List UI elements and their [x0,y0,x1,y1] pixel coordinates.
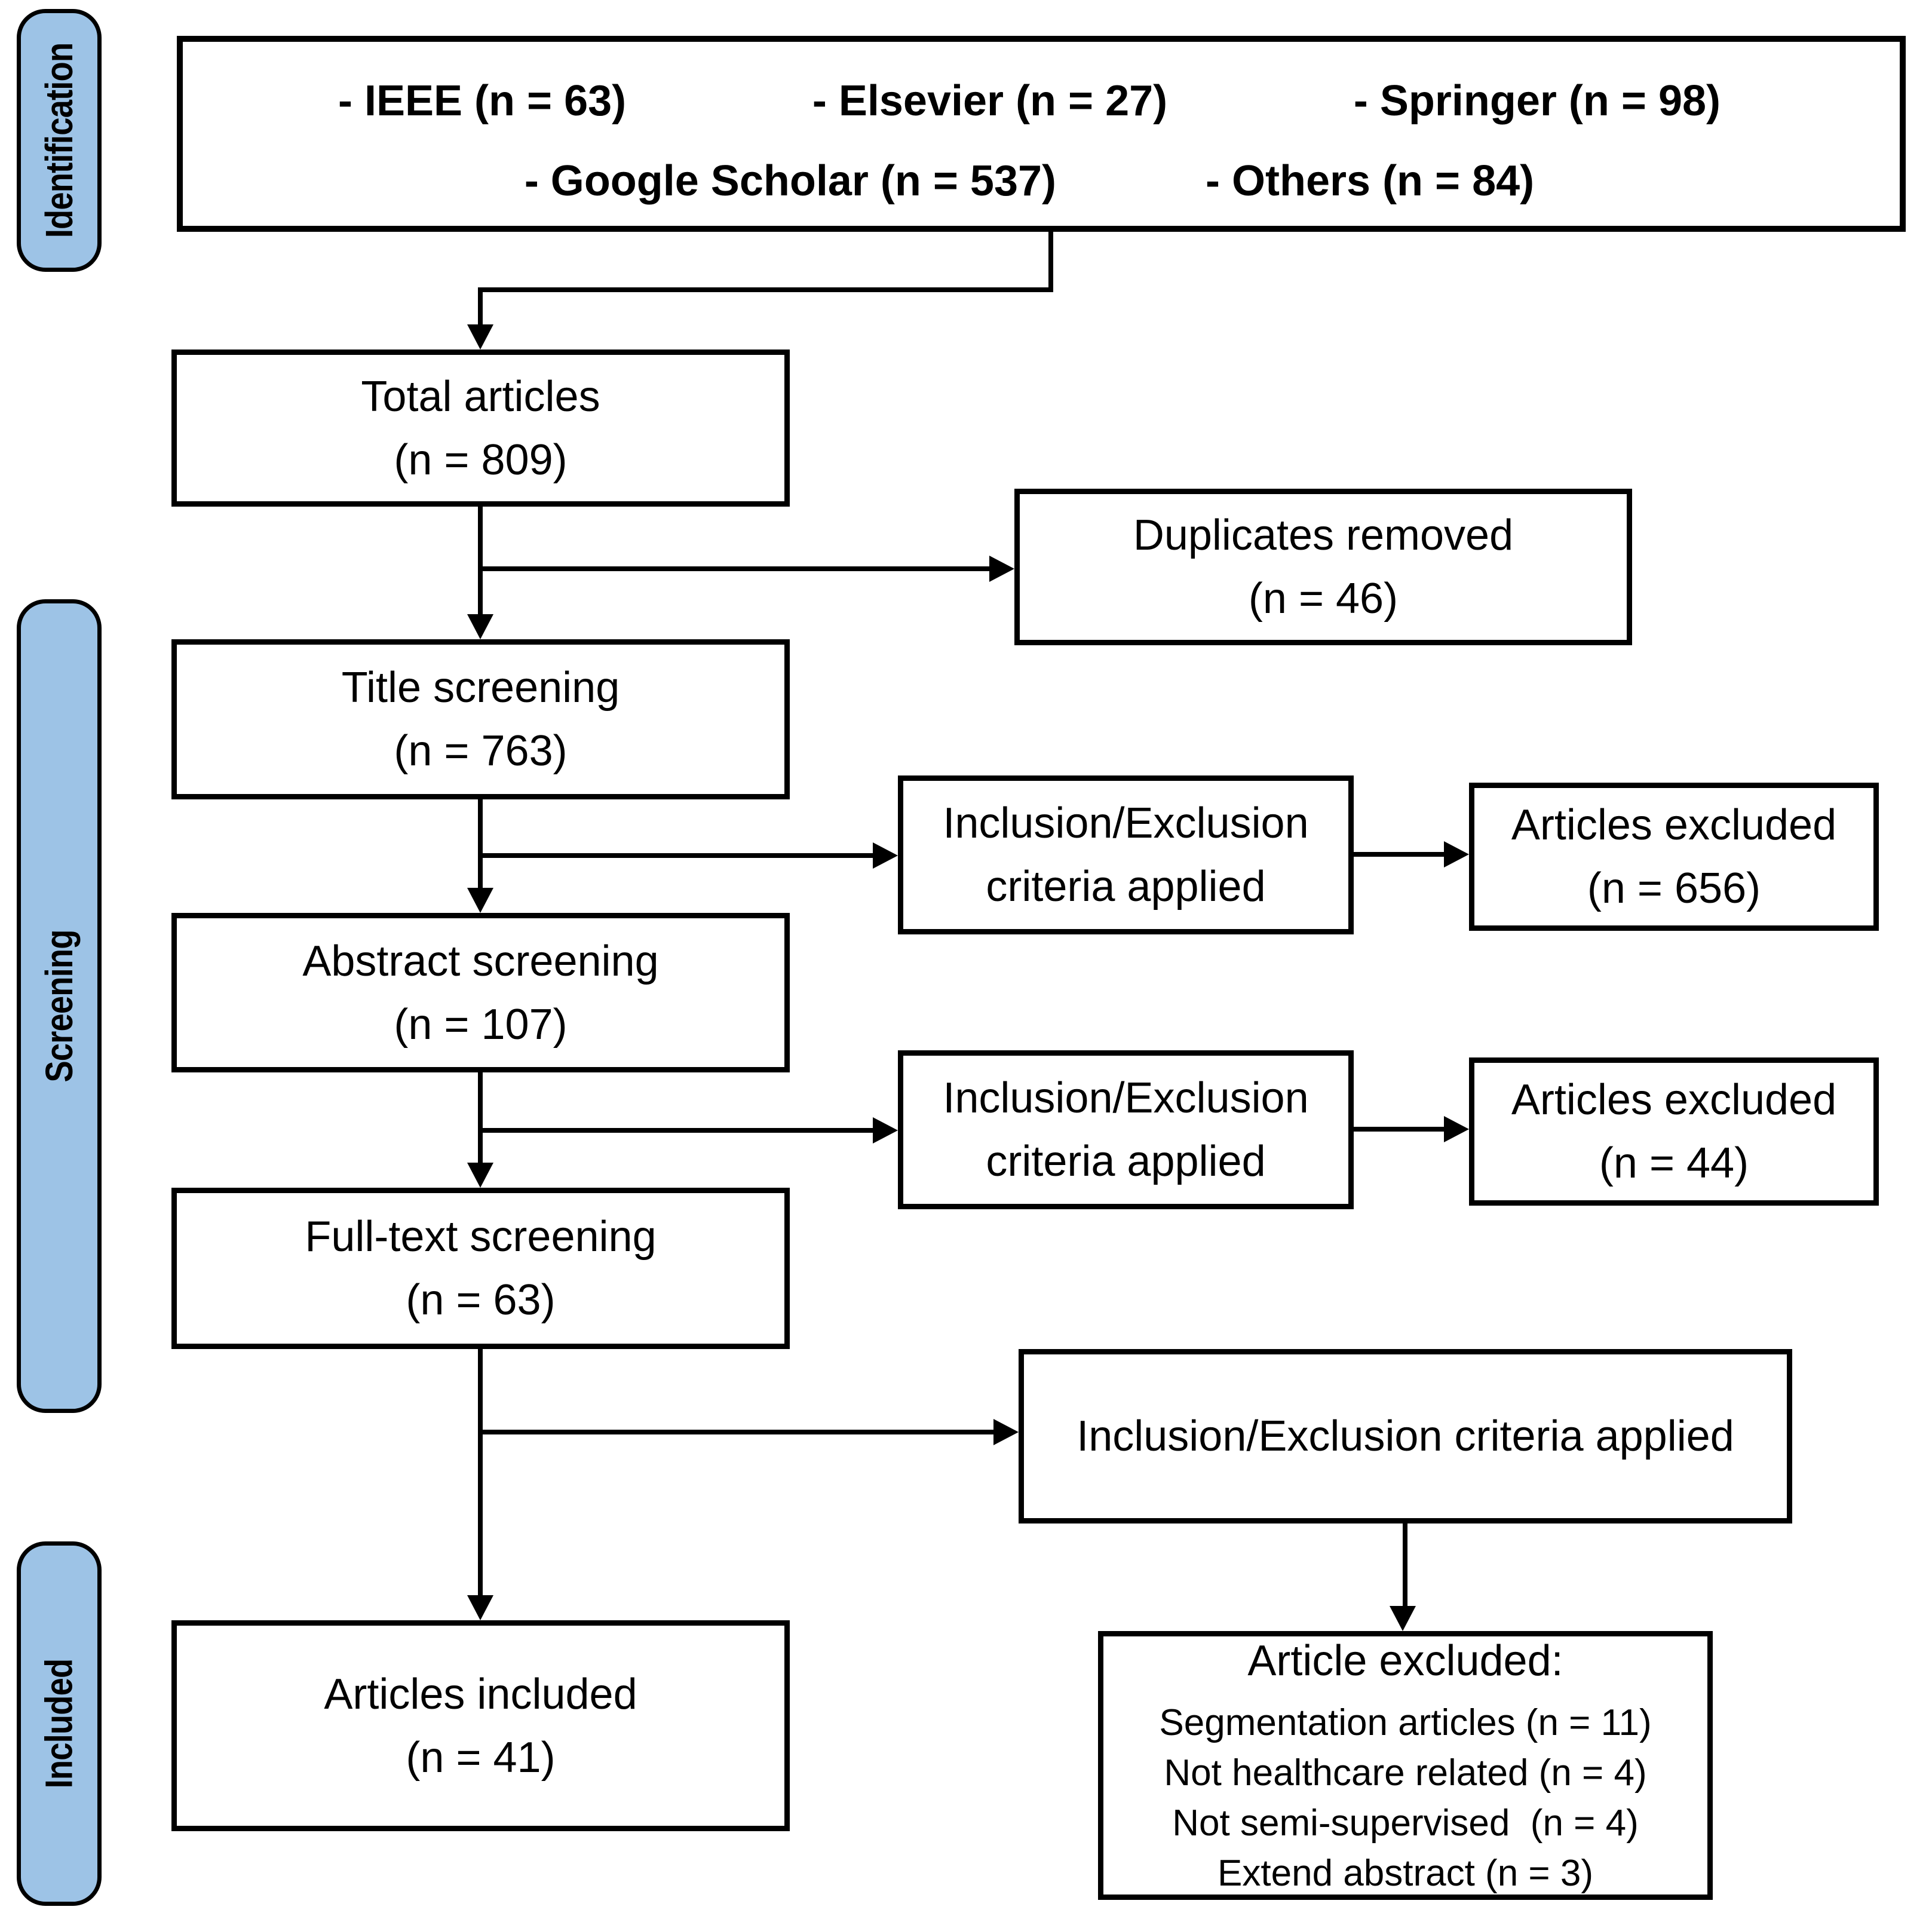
connector-inclusion-title-to-excluded-line [1354,852,1445,857]
article-excluded-item-not-healthcare: Not healthcare related (n = 4) [1164,1752,1647,1794]
fulltext-screening-box: Full-text screening (n = 63) [171,1188,790,1349]
articles-included-count: (n = 41) [406,1733,556,1782]
articles-excluded-abstract-label: Articles excluded [1511,1076,1837,1124]
article-excluded-item-extend-abstract: Extend abstract (n = 3) [1218,1853,1593,1894]
connector-fulltext-to-included-line [478,1349,483,1596]
article-excluded-item-not-semi-supervised: Not semi-supervised (n = 4) [1172,1802,1639,1844]
inclusion-exclusion-title-line2: criteria applied [986,863,1266,911]
arrowhead-into-duplicates-removed [989,556,1014,582]
source-item-elsevier: - Elsevier (n = 27) [812,77,1168,125]
fulltext-screening-label: Full-text screening [305,1213,657,1261]
articles-excluded-title-label: Articles excluded [1511,801,1837,849]
connector-total-to-title-line [478,507,483,615]
connector-title-to-abstract-line [478,799,483,889]
articles-included-label: Articles included [324,1670,637,1718]
arrowhead-into-articles-excluded-44 [1444,1116,1469,1142]
arrowhead-into-inclusion-exclusion-title [873,842,898,869]
arrowhead-into-inclusion-exclusion-fulltext [993,1419,1019,1445]
connector-sources-drop-line [1048,232,1053,292]
duplicates-removed-label: Duplicates removed [1133,511,1514,559]
arrowhead-into-fulltext-screening [467,1163,493,1188]
source-item-others: - Others (n = 84) [1206,157,1535,205]
articles-excluded-title-count: (n = 656) [1587,865,1761,912]
fulltext-screening-count: (n = 63) [406,1276,556,1324]
source-item-google-scholar: - Google Scholar (n = 537) [524,157,1057,205]
arrowhead-into-inclusion-exclusion-abstract [873,1117,898,1144]
arrowhead-into-abstract-screening [467,888,493,913]
connector-branch-duplicates-line [478,566,990,571]
duplicates-removed-box: Duplicates removed (n = 46) [1014,489,1632,645]
inclusion-exclusion-title-line1: Inclusion/Exclusion [943,799,1309,847]
inclusion-exclusion-abstract-line1: Inclusion/Exclusion [943,1074,1309,1122]
article-excluded-item-segmentation: Segmentation articles (n = 11) [1159,1702,1652,1743]
abstract-screening-box: Abstract screening (n = 107) [171,913,790,1072]
source-item-ieee: - IEEE (n = 63) [338,77,627,125]
connector-inclusion-abstract-to-excluded-line [1354,1127,1445,1132]
total-articles-count: (n = 809) [394,436,568,484]
total-articles-box: Total articles (n = 809) [171,350,790,507]
arrowhead-into-total-articles [467,324,493,350]
abstract-screening-label: Abstract screening [302,937,659,985]
title-screening-box: Title screening (n = 763) [171,639,790,799]
connector-branch-inclusion-fulltext-line [478,1430,995,1434]
article-excluded-heading: Article excluded: [1247,1637,1563,1685]
inclusion-exclusion-abstract-box: Inclusion/Exclusion criteria applied [898,1050,1354,1209]
inclusion-exclusion-title-box: Inclusion/Exclusion criteria applied [898,775,1354,934]
connector-inclusion-fulltext-to-details-line [1403,1523,1407,1607]
title-screening-count: (n = 763) [394,727,568,775]
inclusion-exclusion-fulltext-box: Inclusion/Exclusion criteria applied [1019,1349,1792,1523]
arrowhead-into-articles-excluded-656 [1444,841,1469,867]
connector-abstract-to-fulltext-line [478,1072,483,1164]
sources-row-2: - Google Scholar (n = 537) - Others (n =… [338,157,1721,206]
band-included: Included [17,1541,102,1906]
articles-excluded-title-box: Articles excluded (n = 656) [1469,783,1879,931]
band-included-label: Included [38,1659,81,1789]
connector-sources-to-total-line [478,287,483,326]
connector-branch-inclusion-abstract-line [478,1128,874,1133]
band-screening: Screening [17,599,102,1413]
arrowhead-into-article-excluded-details [1390,1606,1416,1631]
connector-branch-inclusion-title-line [478,853,874,858]
articles-excluded-abstract-box: Articles excluded (n = 44) [1469,1057,1879,1206]
source-item-springer: - Springer (n = 98) [1353,77,1721,125]
total-articles-label: Total articles [361,372,600,421]
sources-box: - IEEE (n = 63) - Elsevier (n = 27) - Sp… [177,36,1906,232]
arrowhead-into-title-screening [467,614,493,639]
inclusion-exclusion-fulltext-label: Inclusion/Exclusion criteria applied [1077,1412,1734,1460]
band-screening-label: Screening [38,930,81,1083]
connector-sources-elbow-line [478,287,1053,292]
inclusion-exclusion-abstract-line2: criteria applied [986,1138,1266,1185]
articles-included-box: Articles included (n = 41) [171,1620,790,1831]
articles-excluded-abstract-count: (n = 44) [1599,1139,1749,1187]
band-identification: Identification [17,9,102,272]
sources-row-1: - IEEE (n = 63) - Elsevier (n = 27) - Sp… [338,76,1721,125]
band-identification-label: Identification [38,42,81,238]
article-excluded-details-box: Article excluded: Segmentation articles … [1098,1631,1713,1900]
duplicates-removed-count: (n = 46) [1248,575,1399,623]
abstract-screening-count: (n = 107) [394,1000,568,1049]
arrowhead-into-articles-included [467,1595,493,1620]
title-screening-label: Title screening [341,664,620,712]
